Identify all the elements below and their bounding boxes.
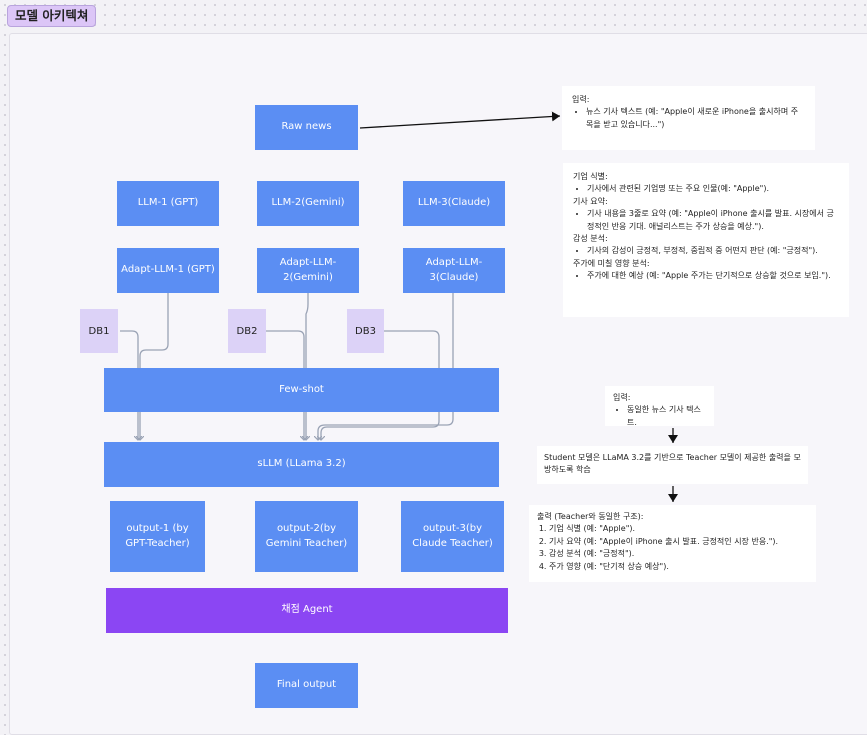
output2-node[interactable]: output-2(by Gemini Teacher) [255,501,358,572]
output-item-2: 기사 요약 (예: "Apple이 iPhone 출시 발표. 긍정적인 시장 … [549,536,808,548]
final-output-node[interactable]: Final output [255,663,358,708]
output1-node[interactable]: output-1 (by GPT-Teacher) [110,501,205,572]
llm3-node[interactable]: LLM-3(Claude) [403,181,505,226]
adapt1-to-sllm-connector [140,293,169,440]
task-company-label: 기업 식별: [573,172,608,181]
connectors [120,111,678,502]
student-output-note: 출력 (Teacher와 동일한 구조): 기업 식별 (예: "Apple")… [529,505,816,582]
raw-to-input-arrow [359,111,561,129]
adapt2-to-sllm-connector [306,293,308,440]
db1-to-sllm-connector [120,330,138,440]
page-title: 모델 아키텍쳐 [7,5,97,27]
input-note-item: 뉴스 기사 텍스트 (예: "Apple이 새로운 iPhone을 출시하며 주… [586,106,805,131]
student-input-item: 동일한 뉴스 기사 텍스트. [627,404,706,429]
input-note: 입력: 뉴스 기사 텍스트 (예: "Apple이 새로운 iPhone을 출시… [562,86,815,150]
adapt-llm1-node[interactable]: Adapt-LLM-1 (GPT) [117,248,219,293]
output-item-4: 주가 영향 (예: "단기적 상승 예상"). [549,561,808,573]
output3-node[interactable]: output-3(by Claude Teacher) [401,501,504,572]
sllm-node[interactable]: sLLM (LLama 3.2) [104,442,499,487]
output-item-3: 감성 분석 (예: "긍정적"). [549,548,808,560]
adapt3-to-sllm-connector [318,293,454,440]
task-impact-item: 주가에 대한 예상 (예: "Apple 주가는 단기적으로 상승할 것으로 보… [587,270,839,282]
fewshot-node[interactable]: Few-shot [104,368,499,412]
db2-to-sllm-connector [266,330,304,440]
task-sentiment-label: 감성 분석: [573,233,608,243]
task-sentiment-item: 기사의 감성이 긍정적, 부정적, 중립적 중 어떤지 판단 (예: "긍정적"… [587,245,839,257]
db2-node[interactable]: DB2 [228,309,266,353]
student-input-label: 입력: [613,393,631,402]
input-note-label: 입력: [572,95,590,104]
raw-news-node[interactable]: Raw news [255,105,358,150]
student-output-label: 출력 (Teacher와 동일한 구조): [537,512,644,521]
adapt-llm2-node[interactable]: Adapt-LLM-2(Gemini) [257,248,359,293]
adapt-llm3-node[interactable]: Adapt-LLM-3(Claude) [403,248,505,293]
teacher-tasks-note: 기업 식별: 기사에서 관련된 기업명 또는 주요 인물(예: "Apple")… [563,163,849,317]
student-model-note: Student 모델은 LLaMA 3.2를 기반으로 Teacher 모델이 … [537,446,808,484]
student-input-note: 입력: 동일한 뉴스 기사 텍스트. [605,386,714,429]
task-impact-label: 주가에 미칠 영향 분석: [573,258,650,268]
task-summary-label: 기사 요약: [573,196,608,206]
llm1-node[interactable]: LLM-1 (GPT) [117,181,219,226]
db3-node[interactable]: DB3 [347,309,384,353]
llm2-node[interactable]: LLM-2(Gemini) [257,181,359,226]
output-item-1: 기업 식별 (예: "Apple"). [549,523,808,535]
task-company-item: 기사에서 관련된 기업명 또는 주요 인물(예: "Apple"). [587,183,839,195]
scoring-agent-node[interactable]: 채점 Agent [106,588,508,633]
task-summary-item: 기사 내용을 3줄로 요약 (예: "Apple이 iPhone 출시를 발표.… [587,208,839,233]
db1-node[interactable]: DB1 [80,309,118,353]
